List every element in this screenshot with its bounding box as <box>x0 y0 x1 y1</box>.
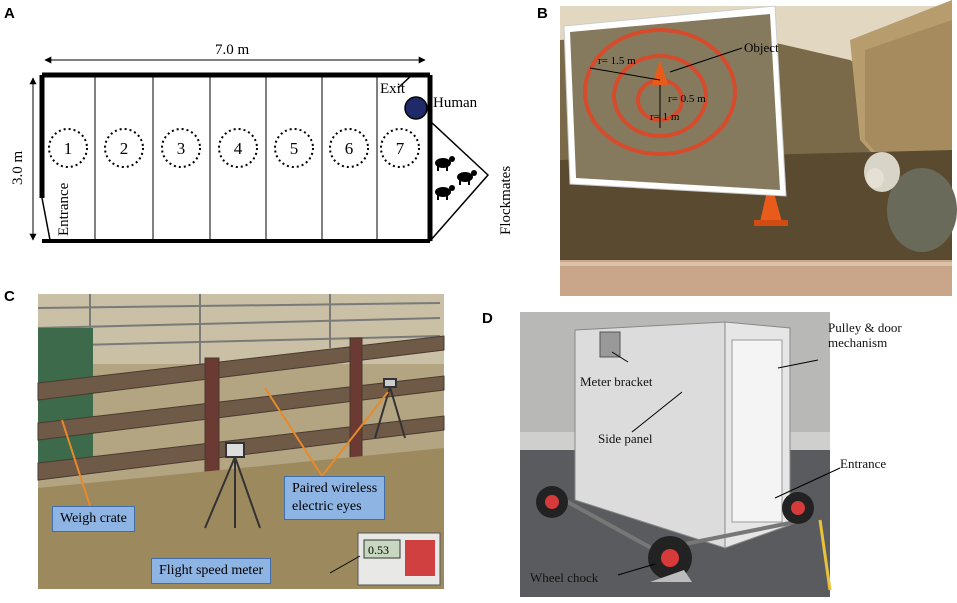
station-7-label: 7 <box>396 139 405 158</box>
wheel-chock-label: Wheel chock <box>530 570 599 585</box>
radius-0-5-label: r= 0.5 m <box>668 93 706 105</box>
entrance-gate <box>41 197 51 241</box>
panel-b-letter: B <box>537 5 548 22</box>
flight-box-photo <box>520 312 841 597</box>
entrance-door <box>731 339 783 523</box>
wheel-chock <box>650 570 692 582</box>
panel-d-letter: D <box>482 310 493 327</box>
inset-cone <box>652 60 668 85</box>
zone-dividers <box>94 77 378 240</box>
station-6-circle <box>329 128 369 168</box>
flight-speed-meter-label: Flight speed meter <box>151 558 272 584</box>
station-7-circle <box>380 128 420 168</box>
panel-c: C <box>0 288 460 603</box>
meter-bracket-label: Meter bracket <box>580 374 653 389</box>
meter-bracket <box>599 331 621 358</box>
arena-diagram: 7.0 m 3.0 m 1 <box>10 42 514 243</box>
field-photo: 0.53 <box>37 294 445 589</box>
human-label: Human <box>433 95 478 111</box>
wheels <box>536 486 814 580</box>
electric-eyes-label: Paired wireless electric eyes <box>284 476 386 520</box>
station-circles <box>48 128 420 168</box>
electric-eyes-label-line2: electric eyes <box>292 499 362 514</box>
ring-middle <box>612 54 708 138</box>
panel-b: B r= 1.5 m r= 0. <box>520 0 957 300</box>
object-label: Object <box>744 40 779 55</box>
radius-1-label: r= 1 m <box>650 111 680 123</box>
sheep-photo <box>864 152 957 252</box>
electric-eyes-label-line1: Paired wireless <box>292 481 378 496</box>
panel-c-letter: C <box>4 288 15 305</box>
pulley-door-label-line1: Pulley & door <box>828 320 902 335</box>
station-2-label: 2 <box>120 139 129 158</box>
tripod-right <box>374 378 406 439</box>
flockmates-label: Flockmates <box>498 166 514 235</box>
pulley-door-label-line2: mechanism <box>828 335 888 350</box>
inset-photo: r= 1.5 m r= 0.5 m r= 1 m Object <box>563 5 787 197</box>
arena-photo: r= 1.5 m r= 0.5 m r= 1 m Object <box>560 0 957 296</box>
flockmates-pen <box>429 120 490 242</box>
station-1-label: 1 <box>64 139 73 158</box>
pulley-door-label: Pulley & door mechanism <box>828 320 902 350</box>
height-label: 3.0 m <box>10 151 26 186</box>
station-5-label: 5 <box>290 139 299 158</box>
ring-outer <box>583 28 737 156</box>
tripod-left <box>204 442 261 529</box>
station-3-circle <box>161 128 201 168</box>
weigh-crate-label: Weigh crate <box>52 506 135 532</box>
exit-gate <box>397 74 413 89</box>
panel-a: A 7.0 m 3.0 m <box>0 0 520 290</box>
entrance-label-d: Entrance <box>840 456 887 471</box>
entrance-label: Entrance <box>56 182 72 236</box>
cone-object <box>760 178 782 222</box>
exit-label: Exit <box>380 81 406 97</box>
human-icon <box>404 96 428 120</box>
station-2-circle <box>104 128 144 168</box>
radius-1-5-label: r= 1.5 m <box>598 55 636 67</box>
meter-display-reading: 0.53 <box>368 543 389 557</box>
panel-d: D Meter bracket Side panel <box>460 300 957 603</box>
station-6-label: 6 <box>345 139 354 158</box>
station-1-circle <box>48 128 88 168</box>
station-5-circle <box>274 128 314 168</box>
width-label: 7.0 m <box>215 42 250 58</box>
station-4-circle <box>218 128 258 168</box>
station-3-label: 3 <box>177 139 186 158</box>
side-panel-label: Side panel <box>598 431 653 446</box>
meter-device <box>329 532 441 586</box>
background-pens <box>37 294 441 408</box>
sheep-icon <box>435 156 477 200</box>
panel-a-letter: A <box>4 5 15 22</box>
station-4-label: 4 <box>234 139 243 158</box>
